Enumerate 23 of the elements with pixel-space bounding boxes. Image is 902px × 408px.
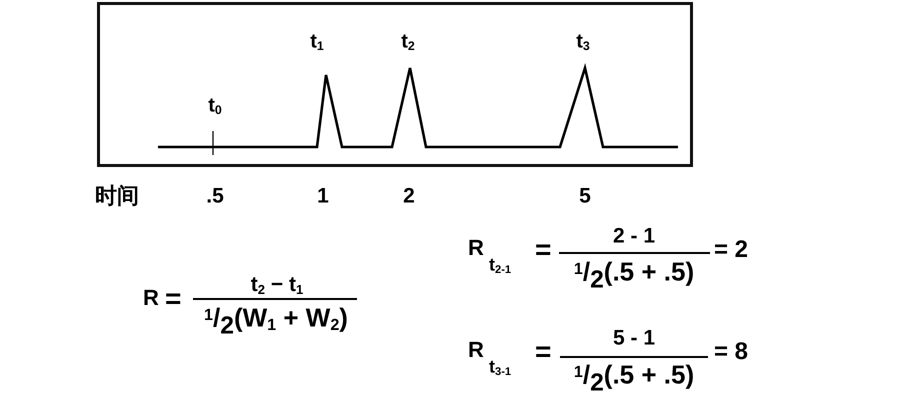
formula-result: = 2 (714, 238, 748, 262)
numerator: t$_{2}$ − t$_{1}$ (250, 274, 304, 296)
peak-label: t$_{0}$ (208, 95, 222, 117)
plot-frame (97, 2, 693, 167)
equals-sign: = (535, 236, 552, 264)
formula-subscript: t$_{2-1}$ (489, 256, 512, 276)
equals-sign: = (535, 338, 552, 366)
tick-label: 1 (317, 186, 329, 206)
formula-symbol: R (468, 339, 484, 361)
formula-result: = 8 (714, 340, 748, 364)
peak-label: t$_{2}$ (401, 31, 415, 53)
formula-subscript: t$_{3-1}$ (489, 358, 512, 378)
peak-label: t$_{1}$ (310, 31, 324, 53)
tick-label: 5 (579, 186, 591, 206)
axis-title: 时间 (95, 185, 139, 207)
tick-label: 2 (403, 186, 415, 206)
formula-symbol: R (468, 237, 484, 259)
peak-label: t$_{3}$ (576, 31, 590, 53)
equals-sign: = (165, 285, 182, 313)
numerator: 5 - 1 (612, 328, 656, 348)
formula-symbol: R (143, 287, 159, 309)
numerator: 2 - 1 (612, 226, 656, 246)
tick-label: .5 (206, 186, 224, 206)
